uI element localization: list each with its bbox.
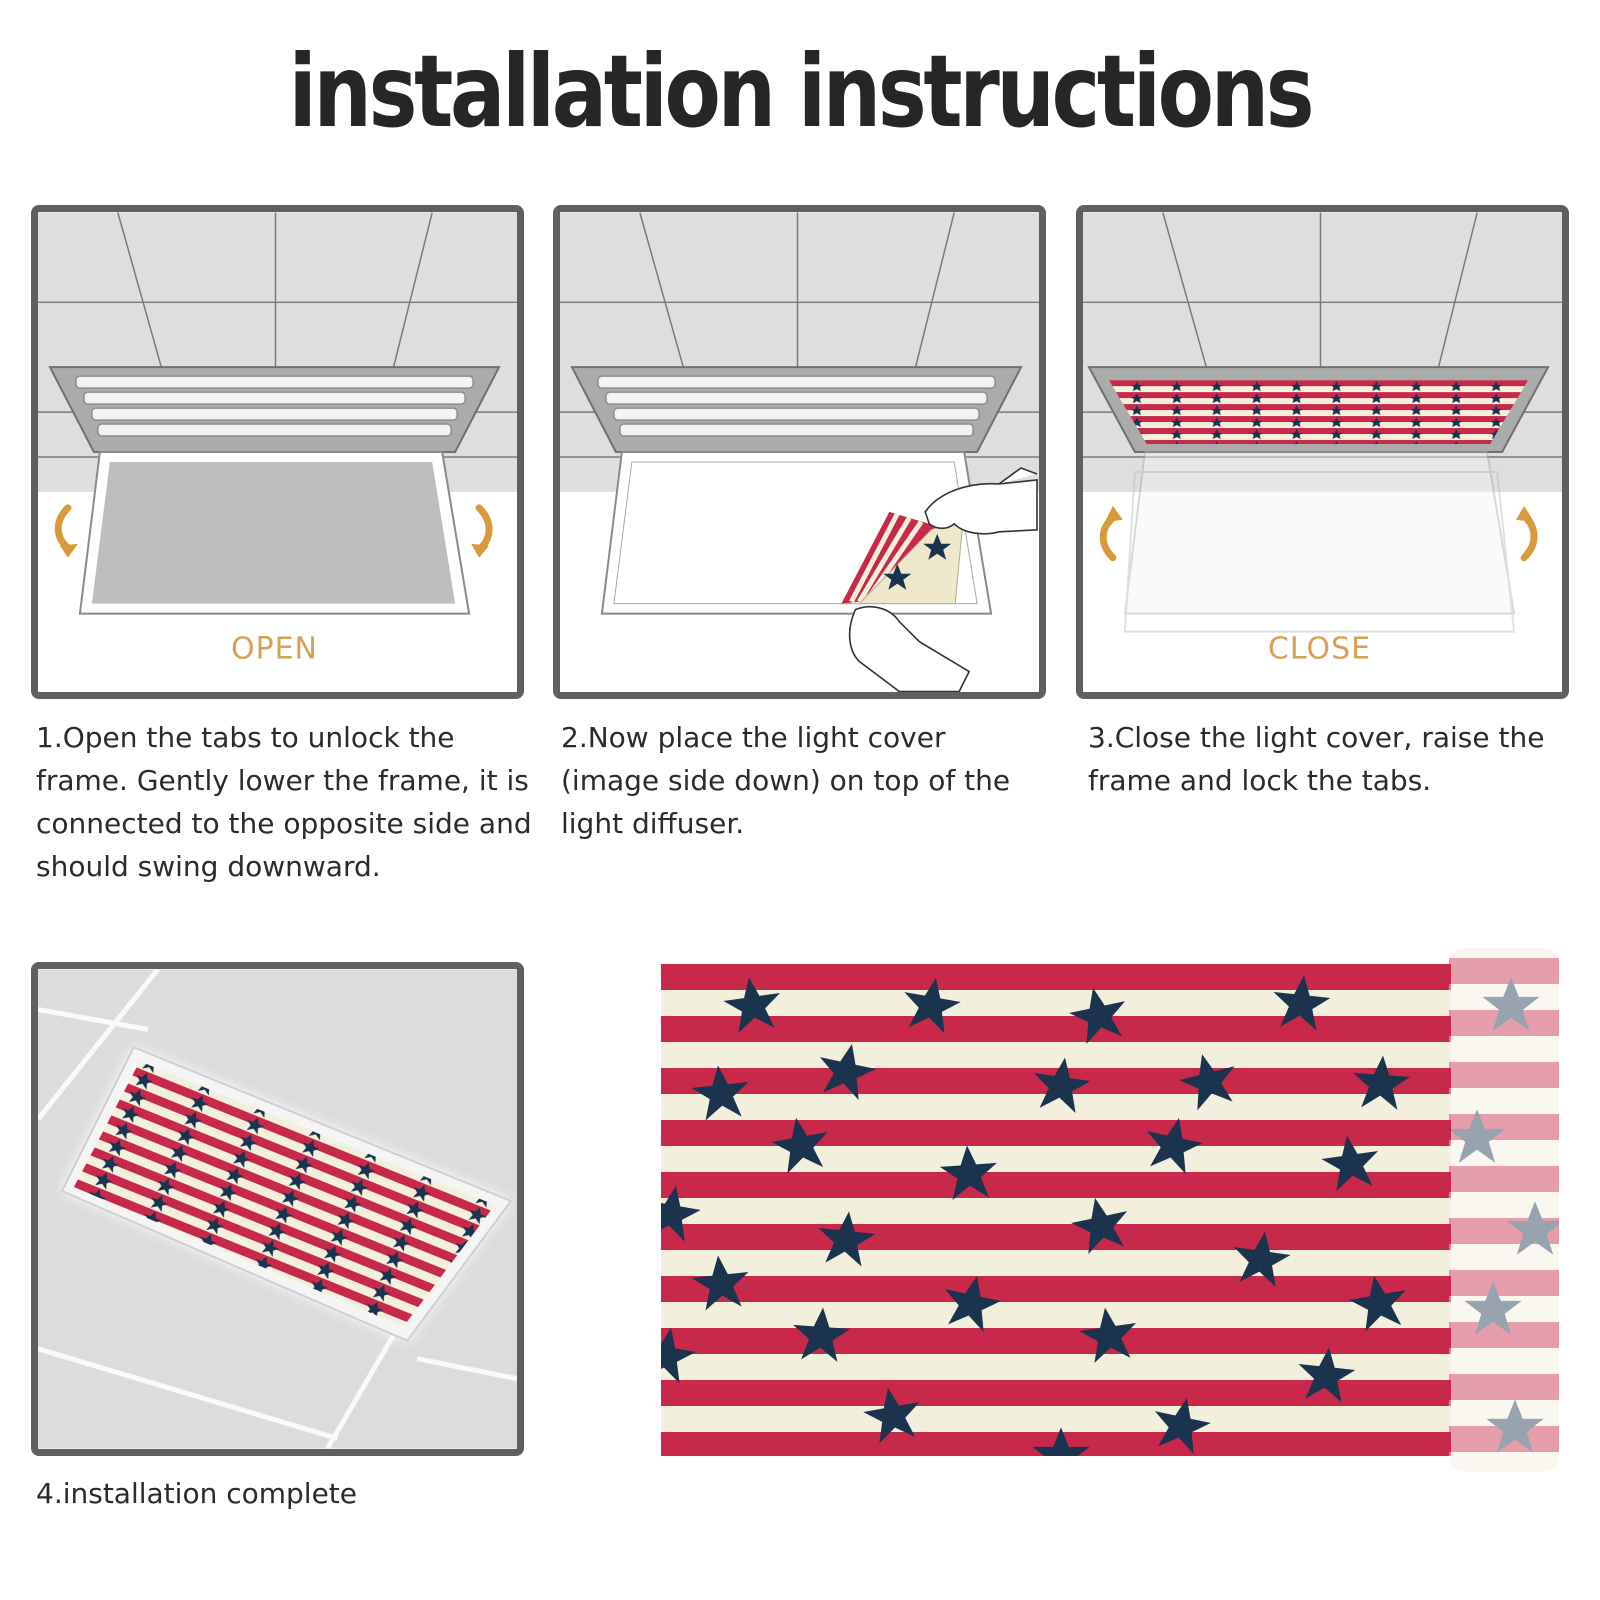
flag-cover-svg: [661, 964, 1451, 1456]
swing-down-arrow-icon: [471, 504, 493, 558]
step2-caption: 2.Now place the light cover (image side …: [561, 721, 1011, 840]
swing-up-arrow-icon: [1516, 505, 1538, 562]
flag-cover-sheet: [661, 964, 1451, 1456]
step3-illustration: CLOSE: [1076, 205, 1569, 699]
flag-roll: [1449, 948, 1559, 1472]
star-icon: [923, 533, 952, 560]
step3-caption: 3.Close the light cover, raise the frame…: [1088, 721, 1545, 797]
step1-caption: 1.Open the tabs to unlock the frame. Gen…: [36, 721, 532, 883]
step4-svg: [38, 969, 517, 1449]
open-label: OPEN: [231, 632, 318, 667]
hand-icon: [924, 467, 1038, 535]
step4-caption: 4.installation complete: [36, 1477, 358, 1510]
step2-svg: [560, 212, 1039, 692]
star-icon: [1449, 977, 1559, 1453]
swing-down-arrow-icon: [54, 504, 78, 558]
step3-svg: CLOSE: [1083, 212, 1562, 692]
star-icon: [883, 563, 912, 590]
close-label: CLOSE: [1268, 632, 1371, 667]
hand-icon: [848, 606, 971, 692]
stripes: [661, 964, 1451, 1456]
page-title: installation instructions: [288, 33, 1315, 150]
step1-illustration: OPEN: [31, 205, 524, 699]
step2-illustration: [553, 205, 1046, 699]
step4-illustration: [31, 962, 524, 1456]
step1-svg: OPEN: [38, 212, 517, 692]
flag-roll-svg: [1449, 948, 1559, 1472]
swing-up-arrow-icon: [1099, 505, 1123, 562]
